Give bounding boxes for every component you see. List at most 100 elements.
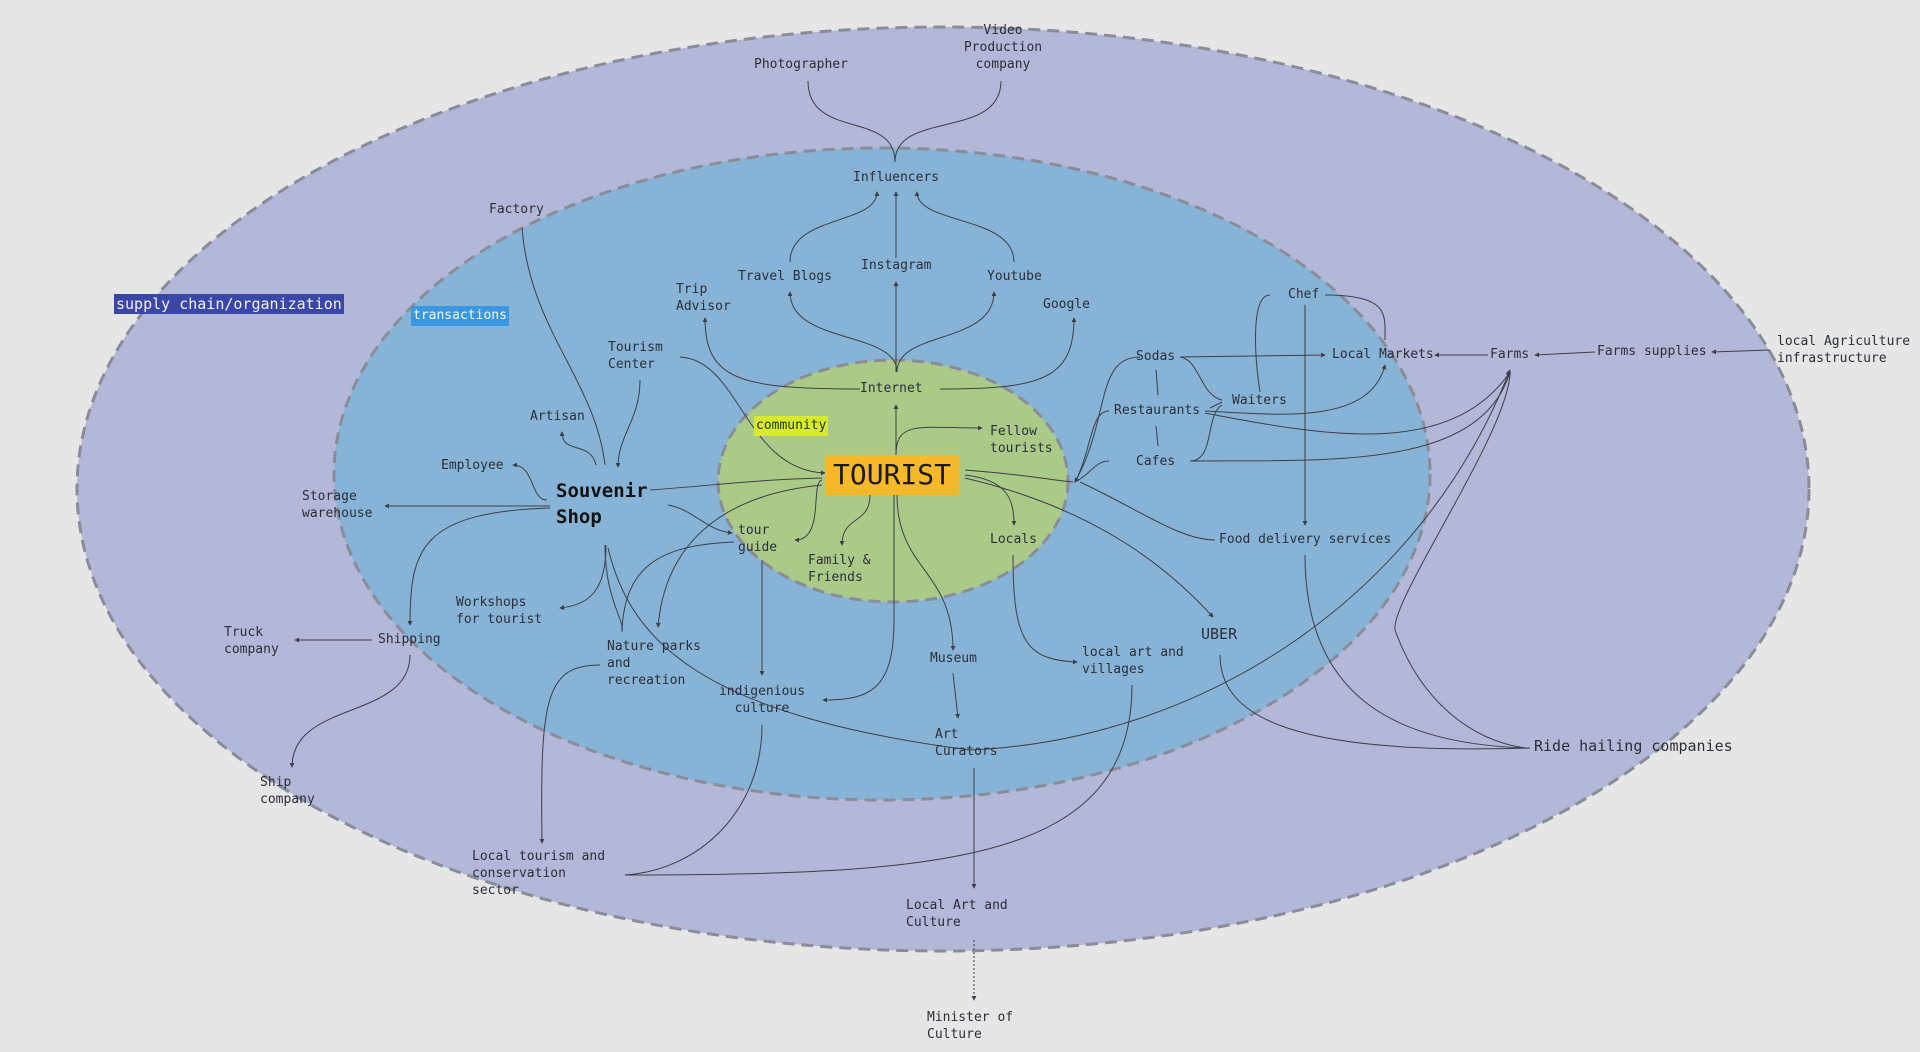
edge-internet-travelblogs	[787, 291, 898, 373]
node-tourism-center[interactable]: Tourism Center	[608, 340, 663, 372]
node-ride-hailing[interactable]: Ride hailing companies	[1534, 737, 1733, 755]
edge-internet-tripadvisor	[702, 317, 861, 390]
edge-tourism-center-tourist	[679, 356, 826, 476]
node-farms[interactable]: Farms	[1490, 347, 1530, 362]
edge-souvenir-employee	[512, 462, 548, 501]
edge-museum-curators	[952, 672, 961, 719]
edge-tourist-fellow	[895, 425, 983, 456]
node-photographer[interactable]: Photographer	[754, 57, 848, 72]
edge-indigenous-localtourism	[624, 724, 763, 876]
tourist-node[interactable]: TOURIST	[825, 455, 960, 495]
ring-label-community: community	[754, 416, 829, 436]
edge-agri-farmssupplies	[1711, 349, 1771, 355]
node-cafes[interactable]: Cafes	[1136, 454, 1176, 469]
node-youtube[interactable]: Youtube	[987, 269, 1042, 284]
node-instagram[interactable]: Instagram	[861, 258, 932, 273]
edge-tourist-tourguide	[794, 479, 823, 543]
node-google[interactable]: Google	[1043, 297, 1090, 312]
node-family-friends[interactable]: Family & Friends	[808, 553, 871, 585]
node-tour-guide[interactable]: tour guide	[738, 523, 778, 555]
node-chef[interactable]: Chef	[1288, 287, 1320, 302]
node-locals[interactable]: Locals	[990, 532, 1037, 547]
edge-hub-fooddelivery	[1079, 481, 1216, 541]
node-local-agriculture[interactable]: local Agriculture infrastructure	[1777, 334, 1911, 366]
node-employee[interactable]: Employee	[441, 458, 504, 473]
edge-internet-youtube	[896, 291, 997, 373]
edge-tourist-foodhub	[964, 469, 1074, 483]
edge-tourism-souvenir	[615, 379, 641, 468]
node-internet[interactable]: Internet	[860, 381, 923, 396]
node-shipping[interactable]: Shipping	[378, 632, 441, 647]
edge-sodas-restaurants	[1155, 369, 1159, 396]
edge-chef-waiters	[1255, 294, 1271, 393]
node-truck-company[interactable]: Truck company	[224, 625, 279, 657]
node-trip-advisor[interactable]: Trip Advisor	[676, 282, 731, 314]
node-museum[interactable]: Museum	[930, 651, 977, 666]
node-local-art-culture[interactable]: Local Art and Culture	[906, 898, 1008, 930]
edge-cafes-waiters	[1189, 404, 1223, 462]
edge-restaurants-farms	[1204, 371, 1511, 435]
edge-youtube-influencers	[914, 191, 1015, 263]
edge-tourist-indigenous	[822, 495, 895, 703]
edge-farms-ride	[1394, 371, 1526, 749]
node-ship-company[interactable]: Ship company	[260, 775, 315, 807]
edge-restaurants-cafes	[1155, 425, 1159, 447]
ring-label-supply-chain: supply chain/organization	[114, 294, 344, 314]
node-farms-supplies[interactable]: Farms supplies	[1597, 344, 1707, 359]
edge-nature-localtourism	[539, 664, 601, 844]
edge-video-influencers	[894, 80, 1002, 163]
edge-localart-localtourism	[624, 684, 1133, 876]
edge-restaurants-hub	[1074, 410, 1110, 483]
edge-restaurants-waiters	[1209, 401, 1223, 409]
edge-tourist-nature	[655, 484, 823, 628]
edge-fooddelivery-ride	[1304, 554, 1531, 749]
edge-factory-souvenir	[521, 227, 606, 466]
node-local-tourism[interactable]: Local tourism and conservation sector	[472, 849, 606, 898]
node-indigenous-culture[interactable]: indigenious culture	[718, 684, 806, 716]
edge-tourist-locals	[964, 474, 1017, 526]
edge-tourist-museum	[896, 494, 956, 651]
edge-chef-localmarkets	[1324, 294, 1386, 341]
node-factory[interactable]: Factory	[489, 202, 544, 217]
edge-photographer-influencers	[807, 80, 896, 163]
edge-travelblogs-influencers	[789, 191, 880, 263]
node-storage-warehouse[interactable]: Storage warehouse	[302, 489, 373, 521]
node-waiters[interactable]: Waiters	[1232, 393, 1287, 408]
node-uber[interactable]: UBER	[1201, 625, 1238, 643]
edge-restaurants-localmarkets	[1204, 364, 1387, 415]
node-nature-parks[interactable]: Nature parks and recreation	[607, 639, 701, 688]
node-restaurants[interactable]: Restaurants	[1114, 403, 1201, 418]
edge-tourist-family	[839, 494, 871, 546]
node-art-curators[interactable]: Art Curators	[935, 727, 998, 759]
node-local-art-villages[interactable]: local art and villages	[1082, 645, 1184, 677]
edge-cafes-farms	[1189, 371, 1511, 462]
node-local-markets[interactable]: Local Markets	[1332, 347, 1434, 362]
edge-sodas-hub	[1074, 356, 1141, 483]
node-minister-culture[interactable]: Minister of Culture	[927, 1010, 1014, 1042]
edge-locals-localart	[1012, 554, 1078, 665]
node-influencers[interactable]: Influencers	[853, 170, 940, 185]
edge-tourist-souvenir	[649, 477, 823, 491]
edge-uber-ride	[1219, 654, 1531, 750]
edge-tourist-uber	[964, 477, 1214, 618]
node-artisan[interactable]: Artisan	[530, 409, 585, 424]
edge-souvenir-shipping	[407, 507, 551, 626]
edge-shipping-ship	[289, 654, 411, 768]
edge-souvenir-artisan	[559, 431, 597, 466]
edge-souvenir-farms	[607, 369, 1511, 751]
node-video-production[interactable]: Video Production company	[963, 23, 1043, 72]
node-souvenir-shop[interactable]: Souvenir Shop	[556, 480, 648, 528]
edges	[289, 80, 1771, 1001]
node-food-delivery[interactable]: Food delivery services	[1219, 532, 1392, 547]
node-fellow-tourists[interactable]: Fellow tourists	[990, 424, 1053, 456]
ring-label-transactions: transactions	[411, 306, 509, 326]
edge-internet-google	[939, 317, 1077, 390]
node-travel-blogs[interactable]: Travel Blogs	[738, 269, 832, 284]
node-workshops[interactable]: Workshops for tourist	[456, 595, 543, 627]
node-sodas[interactable]: Sodas	[1136, 349, 1176, 364]
edge-farmssupplies-farms	[1534, 351, 1596, 358]
edge-sodas-localmarkets	[1179, 352, 1326, 358]
edge-tourguide-nature	[621, 541, 735, 631]
